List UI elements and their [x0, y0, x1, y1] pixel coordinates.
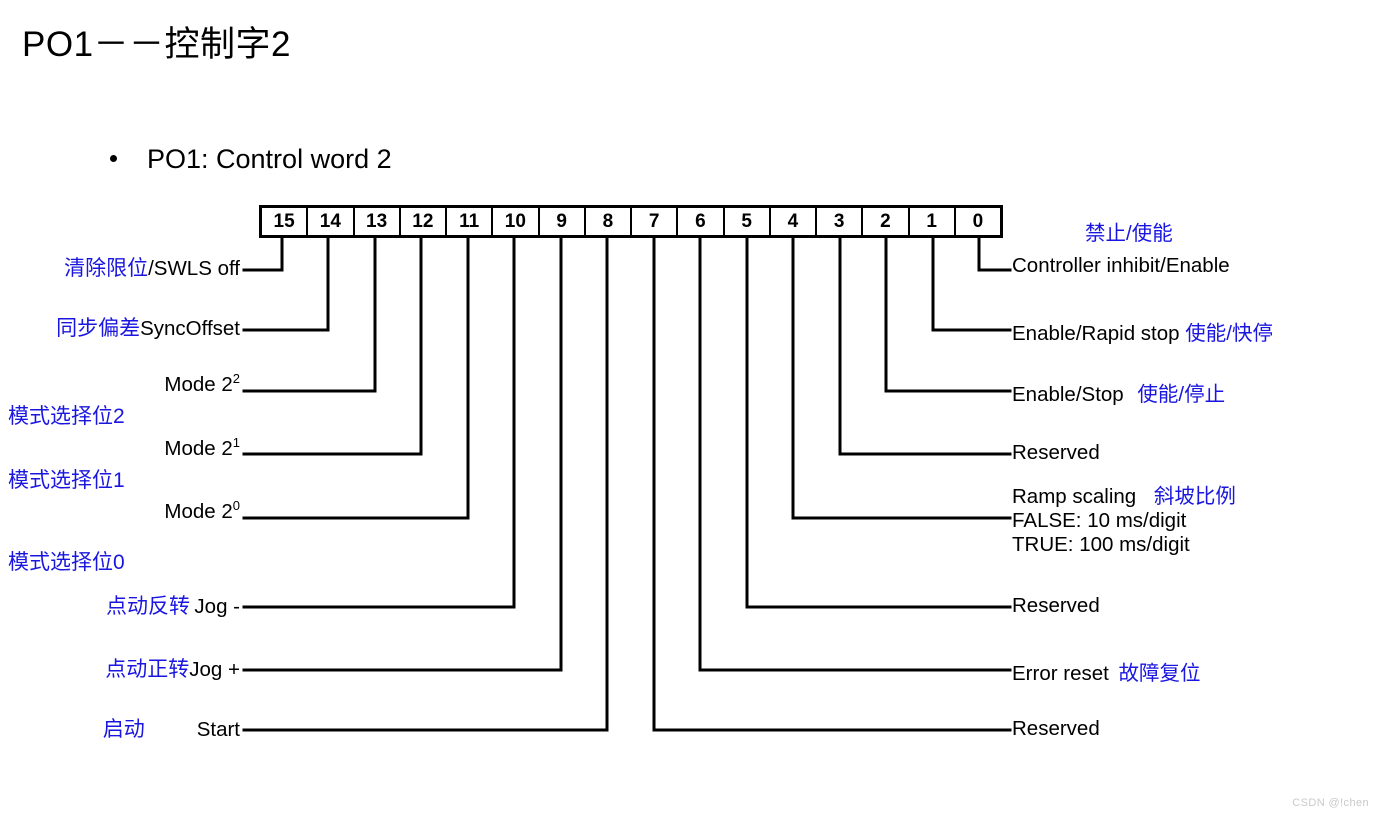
left-label-bit-14: 同步偏差SyncOffset [56, 312, 240, 342]
bit-cell-0: 0 [972, 211, 984, 232]
right-label-bit-3: Reserved [1012, 441, 1100, 465]
right-label-cn-4: 斜坡比例 [1153, 485, 1236, 508]
left-label-bit-13: Mode 22 [164, 371, 240, 397]
right-label-en-0: Controller inhibit/Enable [1012, 254, 1230, 277]
bullet-heading-label: PO1: Control word 2 [147, 144, 392, 174]
left-label-en-14: SyncOffset [140, 317, 240, 340]
watermark: CSDN @!chen [1292, 797, 1369, 809]
left-label-cn-13: 模式选择位2 [8, 405, 125, 428]
left-label-en-10: Jog - [194, 595, 240, 618]
bit-cell-8: 8 [586, 208, 632, 235]
bit-cell-9: 9 [540, 208, 586, 235]
bit-cell-11: 11 [447, 208, 494, 235]
left-label-cn-10: 点动反转 [105, 595, 190, 618]
left-label-cn-12-wrap: 模式选择位1 [8, 464, 125, 494]
left-label-bit-8: 启动 Start [103, 713, 240, 743]
bit-cell-13: 13 [355, 208, 401, 235]
left-label-en-15: /SWLS off [148, 257, 240, 280]
bit-cell-14: 14 [308, 208, 355, 235]
right-label-cn-1: 使能/快停 [1185, 322, 1273, 345]
left-label-cn-15: 清除限位 [64, 257, 149, 280]
right-label-bit-0: Controller inhibit/Enable [1012, 254, 1230, 278]
bullet-dot-icon [110, 155, 117, 162]
bit-cell-7: 7 [632, 208, 679, 235]
left-label-cn-9: 点动正转 [105, 658, 190, 681]
bit-cell-4: 4 [771, 208, 817, 235]
right-label-en-2: Enable/Stop [1012, 383, 1124, 406]
bullet-heading: PO1: Control word 2 [110, 144, 392, 175]
right-label-en-7: Reserved [1012, 717, 1100, 740]
bit-cell-3: 3 [817, 208, 864, 235]
right-label-cn-bit-0: 禁止/使能 [1085, 216, 1173, 246]
left-label-bit-9: 点动正转Jog + [105, 653, 240, 683]
bit-cell-6: 6 [678, 208, 725, 235]
bit-cell-15: 15 [262, 208, 309, 235]
right-label-bit-1: Enable/Rapid stop 使能/快停 [1012, 316, 1273, 346]
left-label-en-12: Mode 21 [164, 435, 240, 460]
bit-cell-1: 1 [910, 208, 956, 235]
right-label-bit-2: Enable/Stop 使能/停止 [1012, 377, 1225, 407]
right-label-bit-5: Reserved [1012, 594, 1100, 618]
left-label-en-9: Jog + [189, 658, 240, 681]
right-label-cn-0: 禁止/使能 [1085, 222, 1173, 245]
right-label-bit-7: Reserved [1012, 717, 1100, 741]
left-label-bit-10: 点动反转 Jog - [106, 590, 240, 620]
left-label-en-11: Mode 20 [164, 498, 240, 523]
left-label-bit-11: Mode 20 [164, 498, 240, 524]
right-label-en-4-line3: TRUE: 100 ms/digit [1012, 533, 1190, 556]
right-label-en-3: Reserved [1012, 441, 1100, 464]
left-label-en-8: Start [196, 718, 240, 741]
left-label-bit-12: Mode 21 [164, 435, 240, 461]
left-label-cn-14: 同步偏差 [56, 317, 141, 340]
right-label-en-5: Reserved [1012, 594, 1100, 617]
right-label-en-4: Ramp scaling [1012, 485, 1137, 508]
left-label-cn-8: 启动 [102, 718, 145, 741]
bit-cell-12: 12 [401, 208, 447, 235]
right-label-en-4-line2: FALSE: 10 ms/digit [1012, 509, 1187, 532]
right-label-en-6: Error reset [1012, 662, 1109, 685]
right-label-en-1: Enable/Rapid stop [1012, 322, 1180, 345]
left-label-cn-12: 模式选择位1 [8, 469, 125, 492]
bit-cell-2: 2 [863, 208, 910, 235]
left-label-en-13: Mode 22 [164, 371, 240, 396]
left-label-cn-11: 模式选择位0 [8, 551, 125, 574]
right-label-cn-2: 使能/停止 [1137, 383, 1226, 406]
right-label-cn-6: 故障复位 [1118, 662, 1201, 685]
bit-cell-5: 5 [725, 208, 771, 235]
right-label-bit-4: Ramp scaling 斜坡比例 FALSE: 10 ms/digit TRU… [1012, 479, 1236, 557]
right-label-bit-6: Error reset 故障复位 [1012, 656, 1201, 686]
left-label-bit-15: 清除限位/SWLS off [64, 252, 240, 282]
page-title: PO1－－控制字2 [22, 25, 291, 64]
bit-cell-10: 10 [493, 208, 540, 235]
left-label-cn-11-wrap: 模式选择位0 [8, 546, 125, 576]
left-label-cn-13-wrap: 模式选择位2 [8, 400, 125, 430]
